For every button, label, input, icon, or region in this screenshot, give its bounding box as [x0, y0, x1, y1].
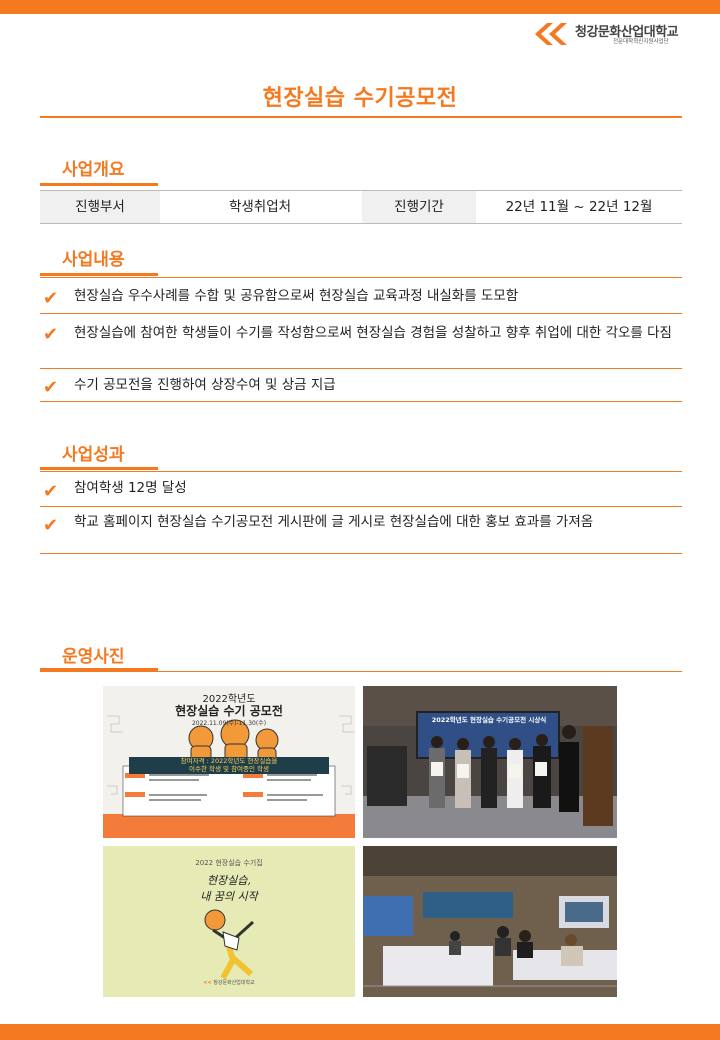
logo-mark-icon — [535, 23, 567, 45]
list-item: ✔ 수기 공모전을 진행하여 상장수여 및 상금 지급 — [40, 369, 682, 402]
check-icon: ✔ — [43, 288, 59, 309]
list-item-text: 참여학생 12명 달성 — [74, 480, 187, 496]
overview-table: 진행부서 학생취업처 진행기간 22년 11월 ~ 22년 12월 — [40, 190, 682, 224]
overview-heading-underline — [40, 183, 158, 186]
list-item: ✔ 참여학생 12명 달성 — [40, 472, 682, 507]
content-heading: 사업내용 — [62, 250, 125, 270]
poster-banner-line2: 이수한 학생 및 참여중인 학생 — [188, 765, 270, 773]
dept-value: 학생취업처 — [228, 199, 292, 215]
check-icon: ✔ — [43, 481, 59, 502]
booklet-cover-image: 2022 현장실습 수기집 현장실습, 내 꿈의 시작 << 청강문화산업대학교 — [103, 846, 355, 997]
booklet-character-illustration — [204, 909, 255, 980]
award-scene-graphic — [363, 686, 617, 838]
booklet-handwriting-1: 현장실습, — [207, 874, 251, 887]
results-section-rule — [40, 471, 682, 472]
photos-heading-underline — [40, 668, 158, 671]
poster-year-title: 2022학년도 — [202, 694, 256, 705]
results-heading: 사업성과 — [62, 445, 125, 465]
booklet-top-title: 2022 현장실습 수기집 — [195, 859, 263, 867]
photos-heading: 운영사진 — [62, 647, 125, 667]
logo-name: 청강문화산업대학교 — [575, 25, 679, 40]
list-item: ✔ 학교 홈페이지 현장실습 수기공모전 게시판에 글 게시로 현장실습에 대한… — [40, 507, 682, 554]
booklet-logo-mark-icon: << — [203, 980, 212, 986]
list-item: ✔ 현장실습 우수사례를 수합 및 공유함으로써 현장실습 교육과정 내실화를 … — [40, 278, 682, 314]
check-icon: ✔ — [43, 515, 59, 536]
booklet-footer-logo: << 청강문화산업대학교 — [103, 979, 355, 986]
overview-heading: 사업개요 — [62, 160, 125, 180]
dept-label: 진행부서 — [40, 191, 160, 223]
poster-banner-line1: 참여자격 : 2022학년도 현장실습을 — [180, 757, 278, 765]
page-title: 현장실습 수기공모전 — [262, 86, 458, 111]
period-label: 진행기간 — [362, 191, 476, 223]
bottom-accent-bar — [0, 1024, 720, 1040]
check-icon: ✔ — [43, 324, 59, 345]
content-section-rule — [40, 277, 682, 278]
award-banner-text: 2022학년도 현장실습 수기공모전 시상식 — [431, 716, 547, 724]
poster-eligibility-banner: 참여자격 : 2022학년도 현장실습을 이수한 학생 및 참여중인 학생 — [129, 757, 329, 774]
school-logo: 청강문화산업대학교 전문대학혁신지원사업단 — [533, 21, 713, 47]
booklet-handwriting-2: 내 꿈의 시작 — [200, 890, 258, 903]
content-heading-underline — [40, 273, 158, 276]
event-room-photo — [363, 846, 617, 997]
check-icon: ✔ — [43, 377, 59, 398]
list-item: ✔ 현장실습에 참여한 학생들이 수기를 작성함으로써 현장실습 경험을 성찰하… — [40, 314, 682, 369]
photos-section-rule — [40, 671, 682, 672]
contest-poster-image: 2022학년도 현장실습 수기 공모전 2022.11.09(수)-11.30(… — [103, 686, 355, 838]
list-item-text: 수기 공모전을 진행하여 상장수여 및 상금 지급 — [74, 377, 336, 393]
list-item-text: 현장실습에 참여한 학생들이 수기를 작성함으로써 현장실습 경험을 성찰하고 … — [74, 325, 672, 341]
poster-dates: 2022.11.09(수)-11.30(수) — [191, 720, 267, 727]
period-value: 22년 11월 ~ 22년 12월 — [505, 199, 653, 215]
top-accent-bar — [0, 0, 720, 14]
list-item-text: 현장실습 우수사례를 수합 및 공유함으로써 현장실습 교육과정 내실화를 도모… — [74, 288, 519, 304]
list-item-text: 학교 홈페이지 현장실습 수기공모전 게시판에 글 게시로 현장실습에 대한 홍… — [74, 514, 594, 530]
results-heading-underline — [40, 467, 158, 470]
poster-title: 현장실습 수기 공모전 — [175, 704, 283, 718]
room-scene-graphic — [363, 846, 617, 997]
award-ceremony-photo: 2022학년도 현장실습 수기공모전 시상식 — [363, 686, 617, 838]
logo-subtitle: 전문대학혁신지원사업단 — [613, 39, 669, 45]
title-divider — [40, 116, 682, 118]
booklet-footer-school: 청강문화산업대학교 — [213, 980, 255, 986]
